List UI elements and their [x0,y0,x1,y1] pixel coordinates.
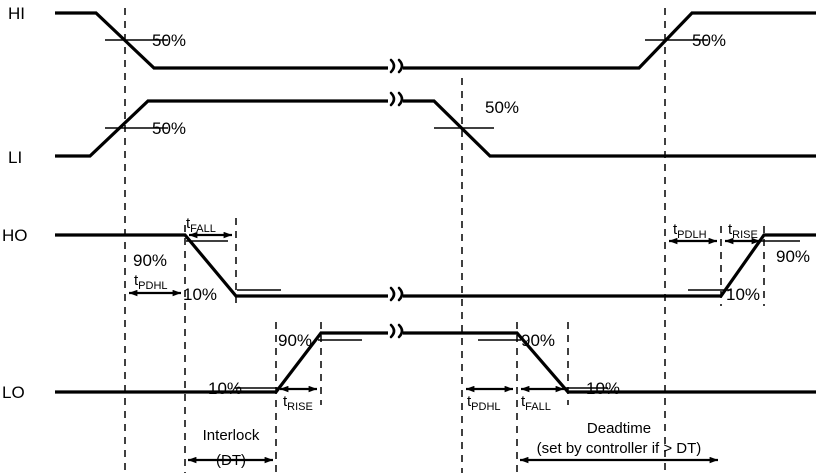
signal-label-ho: HO [2,226,28,245]
signal-label-li: LI [8,148,22,167]
label-ho-tpdhl: tPDHL [134,272,168,292]
waveform-hi-left [55,11,388,70]
label-lo-tpdhl: tPDHL [467,393,501,413]
waveform-li-left [55,99,388,158]
label-ho-trise: tRISE [728,221,758,241]
label-interlock-line2: (DT) [216,452,246,469]
label-lo-rise-90: 90% [278,331,312,350]
signal-label-lo: LO [2,383,25,402]
percent-markers: 50% 50% 50% 50% 90% 10% 10% 90% 10% 90% … [133,31,810,398]
timing-labels: tFALL tPDHL tPDLH tRISE tRISE tPDHL tFAL… [134,215,758,413]
label-ho-fall-90: 90% [133,251,167,270]
signal-labels: HI LI HO LO [2,4,28,402]
waveform-ho-right [403,233,816,298]
waveform-hi-right [403,11,816,70]
reference-lines [124,8,765,473]
label-ho-tpdlh: tPDLH [673,221,707,241]
waveform-lo [55,323,816,394]
label-ho-rise-10: 10% [726,285,760,304]
waveform-ho-left [55,233,388,298]
waveform-hi [55,11,816,74]
waveform-li [55,91,816,158]
label-li-rise-50: 50% [152,119,186,138]
interval-annotations: Interlock (DT) Deadtime (set by controll… [203,420,702,469]
label-lo-fall-10: 10% [586,379,620,398]
break-symbol-hi [389,58,404,74]
label-ho-tfall: tFALL [186,215,216,235]
label-lo-tfall: tFALL [521,393,551,413]
label-lo-trise: tRISE [283,393,313,413]
waveform-lo-left [55,331,388,394]
label-lo-fall-90: 90% [521,331,555,350]
label-deadtime-line1: Deadtime [587,420,651,437]
break-symbol-li [389,91,404,107]
waveform-ho [55,233,816,302]
label-interlock-line1: Interlock [203,427,260,444]
label-li-fall-50: 50% [485,98,519,117]
break-symbol-ho [389,286,404,302]
label-deadtime-line2: (set by controller if > DT) [537,440,702,457]
signal-label-hi: HI [8,4,25,23]
label-hi-rise-50: 50% [692,31,726,50]
label-ho-rise-90: 90% [776,247,810,266]
waveform-lo-right [403,331,816,394]
label-hi-fall-50: 50% [152,31,186,50]
label-ho-fall-10: 10% [183,285,217,304]
break-symbol-lo [389,323,404,339]
label-lo-rise-10: 10% [208,379,242,398]
dimension-arrows [128,231,761,464]
